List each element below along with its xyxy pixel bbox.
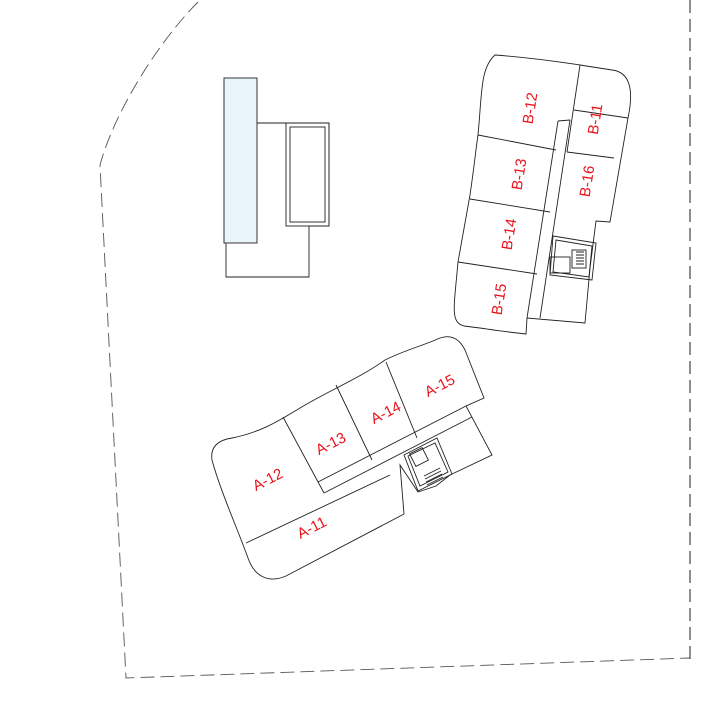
amenity-building [223, 77, 330, 278]
tower-a [211, 336, 493, 580]
unit-label-b15[interactable]: B-15 [489, 282, 511, 316]
unit-label-a12[interactable]: A-12 [250, 465, 286, 495]
skylight-outer [285, 122, 330, 227]
unit-label-a15[interactable]: A-15 [422, 371, 458, 401]
stair-core-a [403, 437, 453, 492]
tower-b-outline [453, 54, 631, 335]
unit-label-a13[interactable]: A-13 [313, 429, 349, 459]
tower-a-outline [211, 336, 493, 580]
unit-label-b16[interactable]: B-16 [577, 164, 599, 198]
unit-label-b13[interactable]: B-13 [509, 157, 531, 191]
tower-b [453, 54, 631, 335]
stair-core-b [549, 235, 597, 281]
tower-b-labels: B-11 B-12 B-13 B-14 B-15 B-16 [489, 91, 607, 316]
skylight-inner [289, 126, 326, 223]
unit-label-a14[interactable]: A-14 [368, 398, 404, 428]
unit-label-b14[interactable]: B-14 [499, 217, 521, 251]
pool [223, 77, 258, 244]
site-boundary [99, 0, 691, 679]
unit-label-b11[interactable]: B-11 [585, 103, 607, 136]
unit-label-b12[interactable]: B-12 [520, 91, 542, 125]
